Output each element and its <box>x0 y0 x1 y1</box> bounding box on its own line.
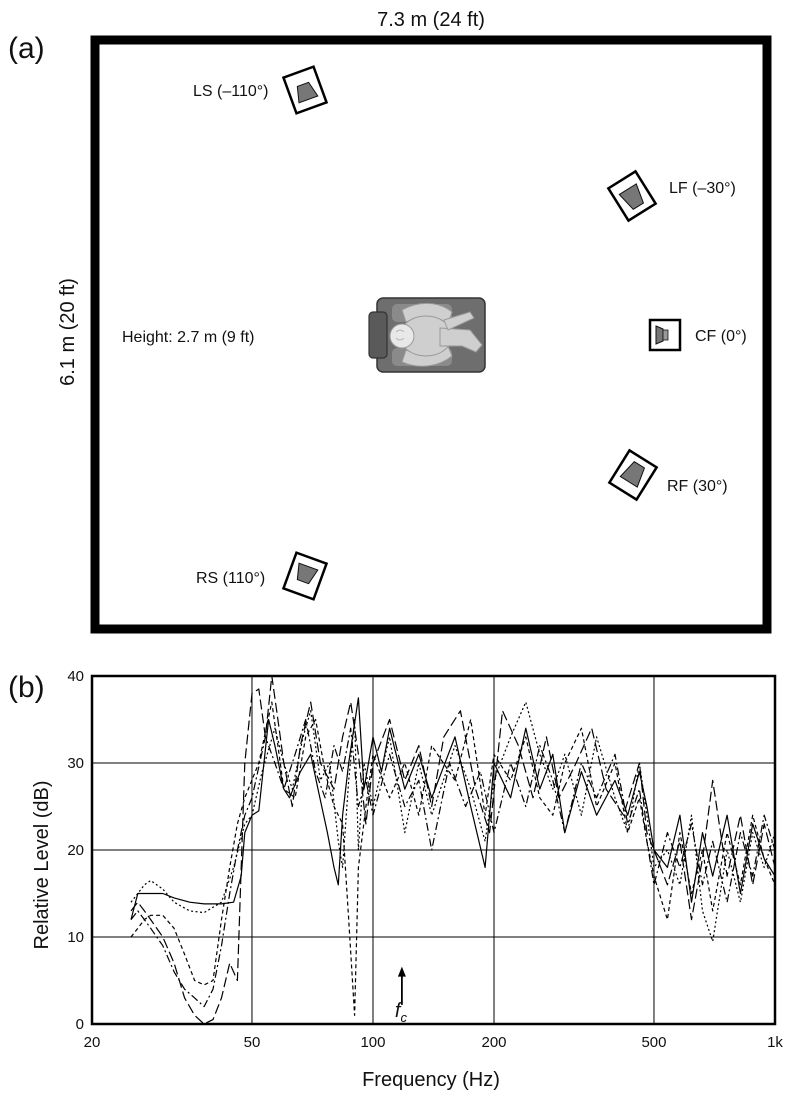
fc-label-main: f <box>395 1000 403 1022</box>
room-walls <box>90 35 772 634</box>
x-tick-label: 1k <box>767 1034 783 1051</box>
speaker-lf <box>606 169 658 223</box>
x-tick-label: 20 <box>84 1034 101 1051</box>
y-tick-label: 0 <box>76 1016 84 1033</box>
speaker-lf-label: LF (–30°) <box>669 180 736 197</box>
listener-icon <box>389 303 483 367</box>
x-tick-label: 100 <box>360 1034 385 1051</box>
speaker-ls-label: LS (–110°) <box>193 83 268 100</box>
fc-label: fc <box>395 1000 408 1025</box>
panel-label-a: (a) <box>8 32 45 65</box>
x-tick-label: 50 <box>244 1034 261 1051</box>
speaker-rs-label: RS (110°) <box>196 570 265 587</box>
y-tick-label: 20 <box>67 842 84 859</box>
series-line-3 <box>130 701 776 1016</box>
speaker-ls <box>281 65 329 115</box>
room-height-label: Height: 2.7 m (9 ft) <box>122 329 255 346</box>
speaker-rs <box>281 551 329 601</box>
series-line-5 <box>130 718 776 1008</box>
y-tick-label: 30 <box>67 755 84 772</box>
speaker-cf <box>648 318 682 352</box>
plot-frame <box>90 674 777 1026</box>
fc-marker: fc <box>395 966 408 1025</box>
room-diagram: (a) 7.3 m (24 ft) 6.1 m (20 ft) Height: … <box>8 9 772 634</box>
grid-lines <box>91 675 776 1025</box>
y-tick-label: 10 <box>67 929 84 946</box>
series-group <box>130 675 776 1025</box>
room-width-label: 7.3 m (24 ft) <box>377 9 485 31</box>
speaker-rf <box>607 448 659 502</box>
speaker-rf-label: RF (30°) <box>667 478 728 495</box>
fc-label-sub: c <box>400 1010 407 1025</box>
x-tick-label: 200 <box>481 1034 506 1051</box>
x-axis-label: Frequency (Hz) <box>362 1069 500 1091</box>
series-line-4 <box>130 675 776 1025</box>
speaker-cf-label: CF (0°) <box>695 328 747 345</box>
room-depth-label: 6.1 m (20 ft) <box>57 278 79 386</box>
frequency-response-chart: (b) Relative Level (dB) Frequency (Hz) 0… <box>8 668 783 1091</box>
fc-arrow-head <box>397 966 406 977</box>
tick-labels: 0 10 20 30 40 20 50 100 200 500 1k <box>67 668 783 1051</box>
series-line-1 <box>130 697 776 920</box>
series-line-2 <box>130 701 776 942</box>
y-axis-label: Relative Level (dB) <box>31 781 53 950</box>
panel-label-b: (b) <box>8 671 45 704</box>
listener-chair-icon <box>368 297 486 373</box>
x-tick-label: 500 <box>641 1034 666 1051</box>
y-tick-label: 40 <box>67 668 84 685</box>
